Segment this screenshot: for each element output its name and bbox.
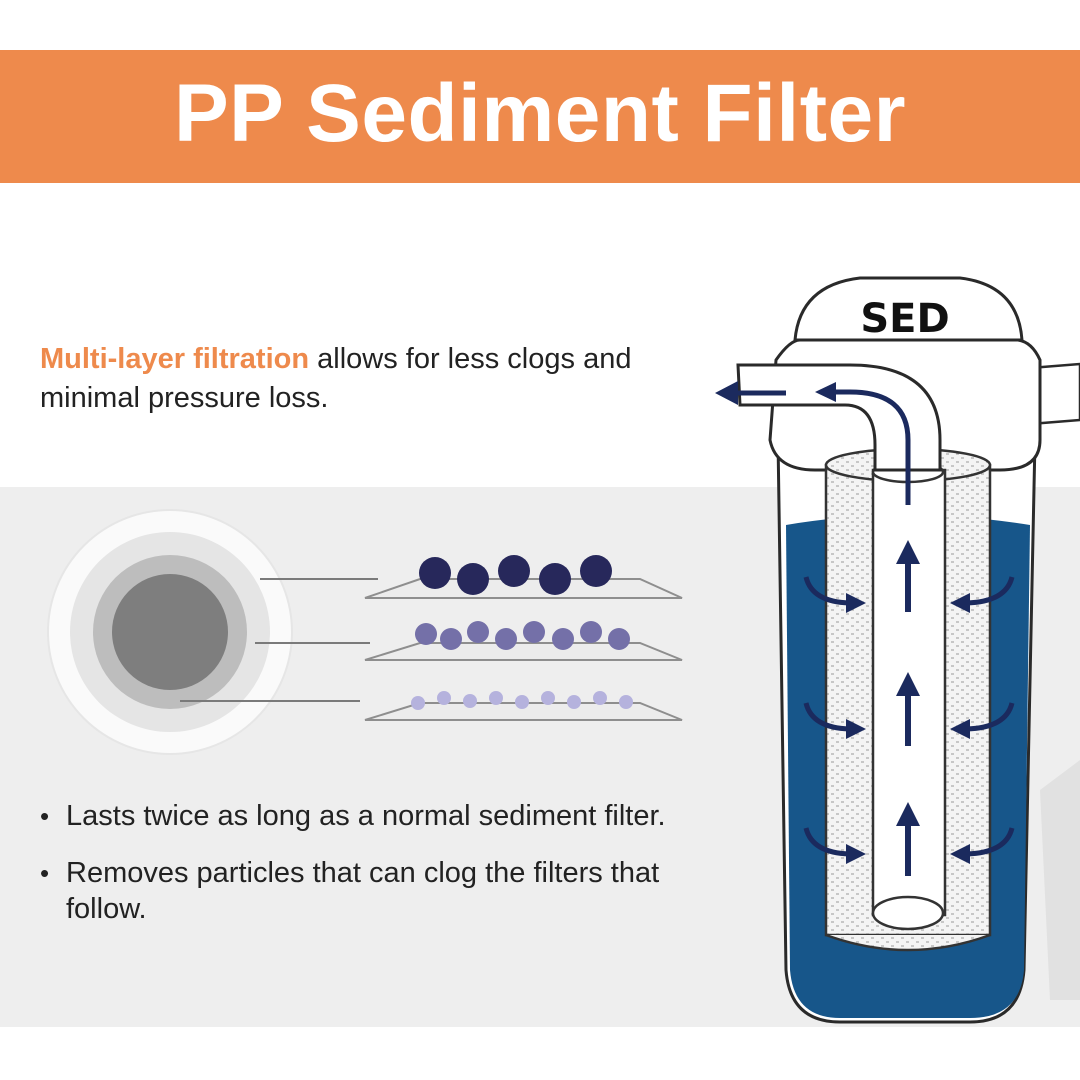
flow-in-arrows [803,576,1015,864]
particle [523,621,545,643]
feature-text: Lasts twice as long as a normal sediment… [66,800,666,832]
particle [580,555,612,587]
flow-out-arrow-icon [820,389,911,505]
bullet-icon: • [40,801,50,831]
particle [495,628,517,650]
fine-layer [364,691,683,721]
top-margin [0,0,1080,50]
feature-list: • Lasts twice as long as a normal sedime… [40,798,740,948]
outlet-pipe [715,363,942,505]
feature-item: • Lasts twice as long as a normal sedime… [40,798,740,834]
particle [567,695,581,709]
particle [552,628,574,650]
flow-in-arrow-icon [803,702,866,739]
particle [539,563,571,595]
flow-in-arrow-icon [803,576,866,613]
particle [608,628,630,650]
particle [593,691,607,705]
intro-rest: allows for less clogs and minimal pressu… [40,343,632,414]
particle [467,621,489,643]
particle [515,695,529,709]
flow-in-arrow-icon [950,702,1015,739]
particle [415,623,437,645]
flow-in-arrow-icon [803,827,866,864]
bullet-icon: • [40,858,50,888]
layer-tray [364,702,683,721]
core-layer [112,574,228,690]
particle [419,557,451,589]
flow-in-arrow-icon [950,827,1015,864]
housing-cap-top [793,276,1024,342]
feature-item: • Removes particles that can clog the fi… [40,855,740,927]
page-title: PP Sediment Filter [173,67,907,159]
particle [463,694,477,708]
flow-up-arrow-icon [896,540,920,612]
coarse-layer [364,555,683,599]
cap-label: SED [860,296,949,342]
flow-up-arrow-icon [896,672,920,746]
flow-in-arrow-icon [950,576,1015,613]
intro-highlight: Multi-layer filtration [40,343,310,375]
layer-tray [364,642,683,661]
particle [411,696,425,710]
particle [580,621,602,643]
flow-up-arrow-icon [896,802,920,876]
feature-text: Removes particles that can clog the filt… [66,857,660,925]
flow-up-arrows [896,540,920,876]
title-banner: PP Sediment Filter [0,50,1080,183]
medium-layer [364,621,683,661]
particle [437,691,451,705]
particle [498,555,530,587]
particle [541,691,555,705]
housing-shadow [1040,760,1080,1000]
particle [440,628,462,650]
filter-cross-section [47,509,293,755]
particle [489,691,503,705]
intro-text: Multi-layer filtration allows for less c… [40,340,720,418]
layer-connectors [180,578,378,702]
particle [619,695,633,709]
particle [457,563,489,595]
